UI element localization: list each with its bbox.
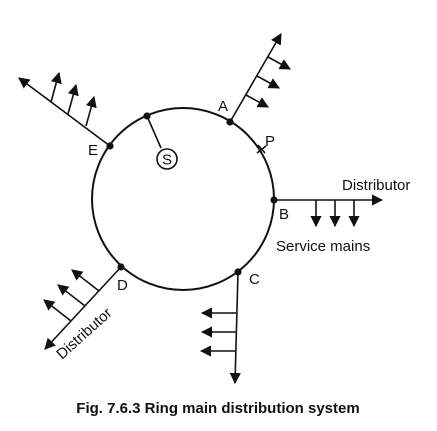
node-e-label: E bbox=[88, 142, 98, 159]
distributor-a-line bbox=[229, 33, 282, 123]
service-main-a-3 bbox=[245, 94, 269, 108]
service-main-d-3 bbox=[43, 299, 72, 322]
service-main-d-1 bbox=[71, 269, 100, 292]
point-p-label: P bbox=[265, 133, 275, 150]
supply-feeder-line bbox=[146, 115, 162, 149]
ring-main-circle bbox=[91, 107, 275, 291]
service-main-e-1 bbox=[50, 71, 62, 103]
service-main-e-3 bbox=[85, 95, 97, 127]
node-supply-dot bbox=[143, 112, 151, 120]
supply-source-label: S bbox=[162, 152, 172, 169]
service-main-e-2 bbox=[67, 83, 79, 115]
distributor-d-line bbox=[44, 266, 122, 350]
service-mains-label: Service mains bbox=[276, 238, 370, 255]
distributor-lower-left-label: Distributor bbox=[53, 305, 115, 363]
service-main-a-2 bbox=[256, 75, 280, 89]
service-main-a-1 bbox=[267, 56, 291, 70]
node-c-label: C bbox=[249, 271, 260, 288]
node-d-label: D bbox=[117, 277, 128, 294]
node-a-label: A bbox=[218, 98, 228, 115]
distributor-right-label: Distributor bbox=[342, 177, 410, 194]
figure-caption: Fig. 7.6.3 Ring main distribution system bbox=[76, 400, 359, 417]
service-main-d-2 bbox=[57, 284, 86, 307]
distributor-e-line bbox=[18, 77, 111, 147]
point-p-tick-cross bbox=[257, 144, 266, 154]
node-b-label: B bbox=[279, 206, 289, 223]
supply-source-circle bbox=[156, 148, 178, 170]
distributor-c-line bbox=[229, 271, 241, 385]
